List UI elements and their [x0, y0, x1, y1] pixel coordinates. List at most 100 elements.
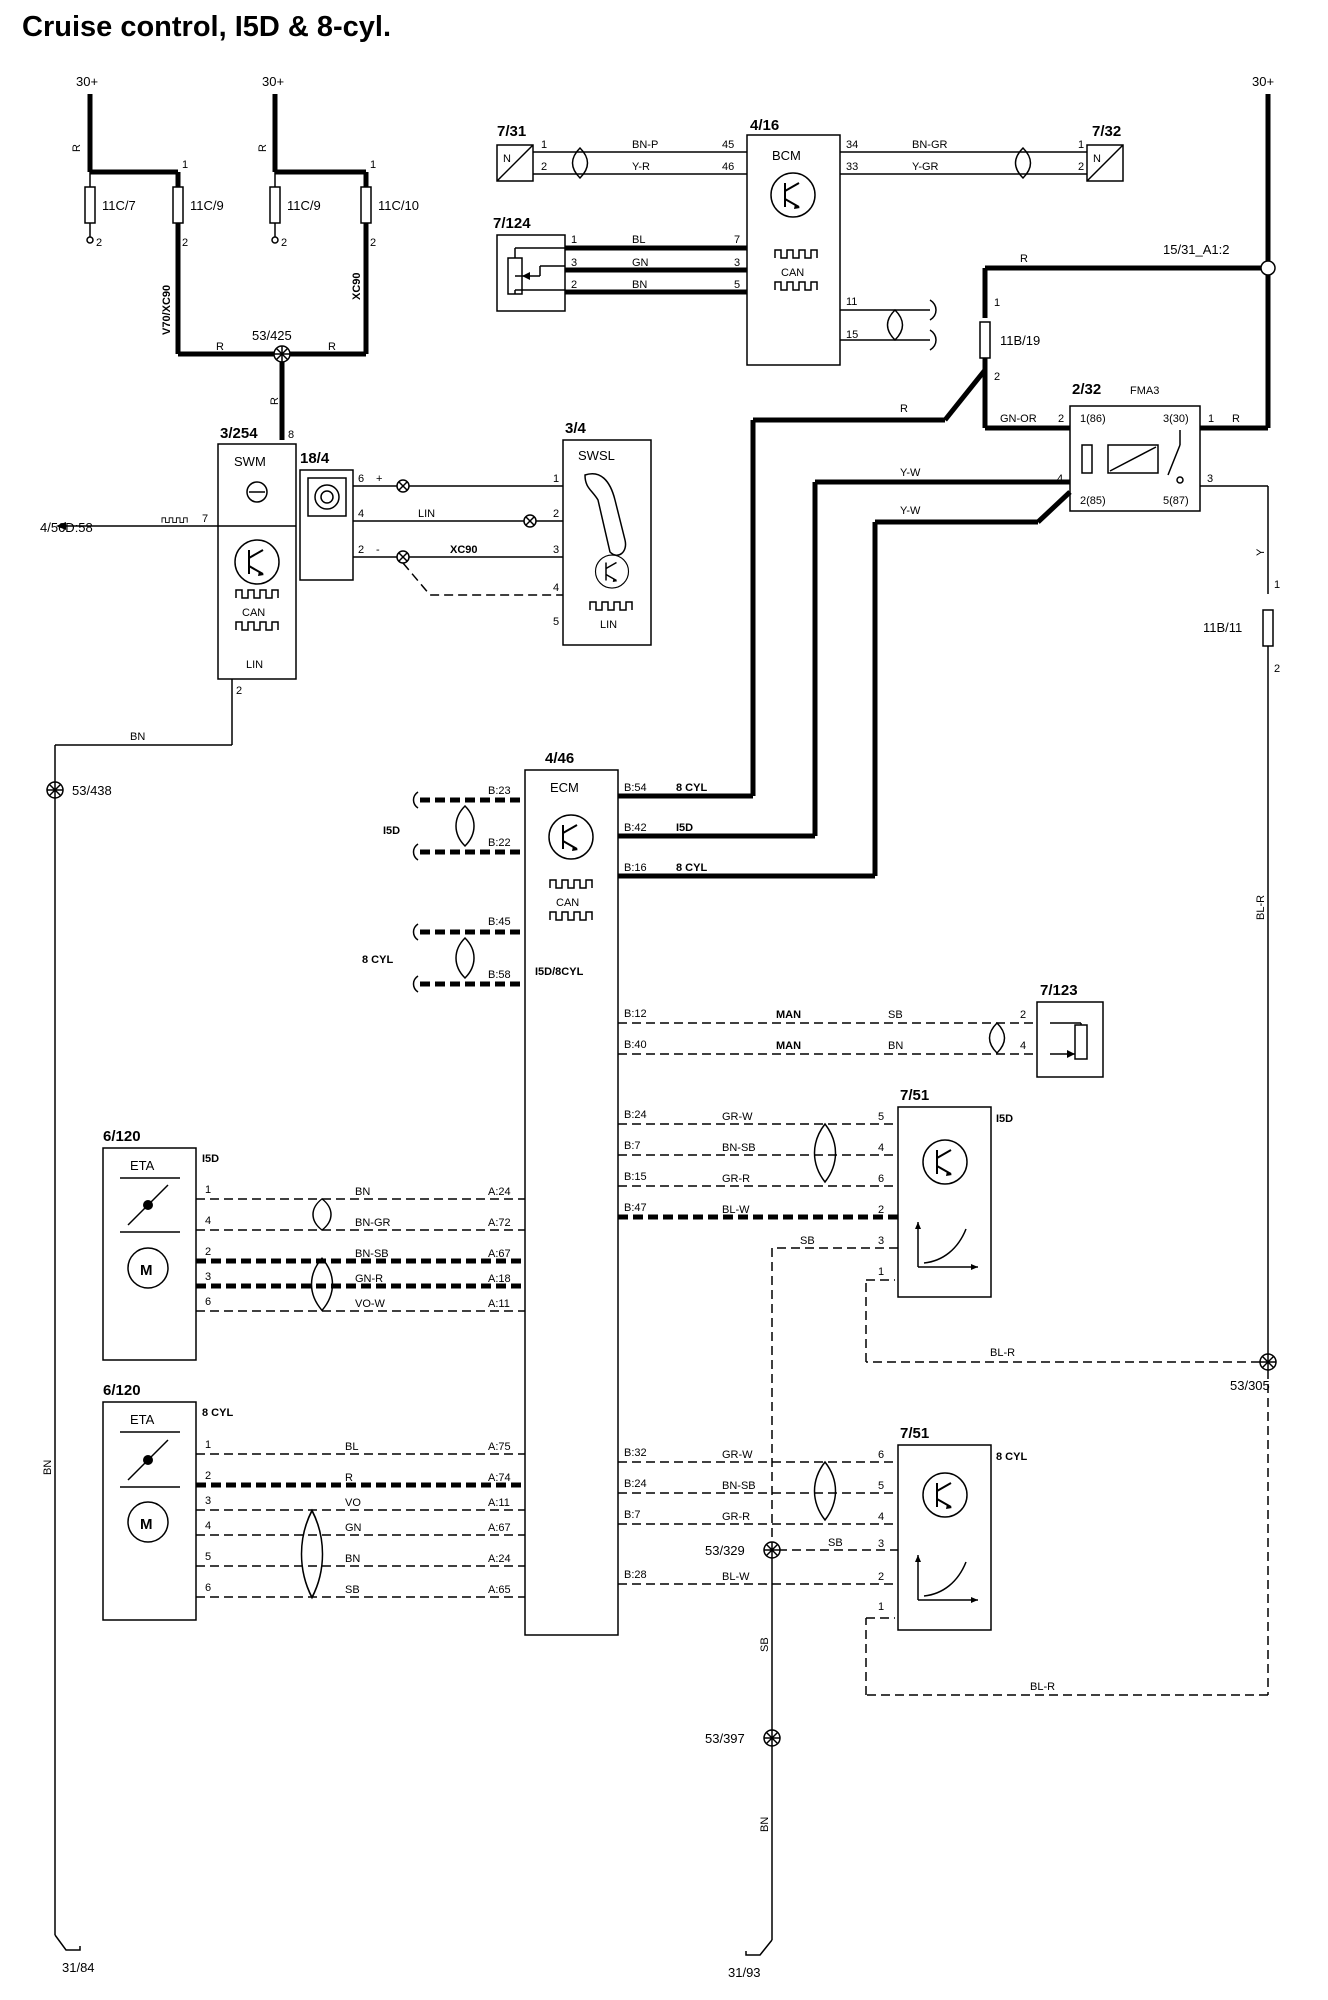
fuse-pin: 2: [370, 237, 376, 249]
pin-b54: B:54: [624, 782, 647, 794]
pin: 4: [358, 508, 364, 520]
pin-b16: B:16: [624, 862, 647, 874]
variant-label: I5D: [676, 822, 693, 834]
pin: 6: [878, 1173, 884, 1185]
wire-sb-v: SB: [759, 1637, 771, 1652]
pin: 2: [878, 1204, 884, 1216]
pin: 1: [205, 1439, 211, 1451]
pin: 1: [1208, 413, 1214, 425]
wire-gr-r-b: GR-R: [722, 1511, 750, 1523]
variant-label: 8 CYL: [676, 782, 707, 794]
wire-gn-r-eta: GN-R: [355, 1273, 383, 1285]
fuse-11c7-label: 11C/7: [102, 198, 136, 213]
pin: 4: [878, 1511, 884, 1523]
plus-sign: +: [376, 473, 382, 485]
pin-a24-b: A:24: [488, 1553, 511, 1565]
splice-53-397-label: 53/397: [705, 1731, 745, 1746]
bcm-id: 4/16: [750, 117, 779, 134]
swsl-lin: LIN: [600, 619, 617, 631]
pin: 11: [846, 296, 857, 308]
fuse-pin: 1: [1274, 579, 1280, 591]
pin-a72: A:72: [488, 1217, 511, 1229]
pin-b15: B:15: [624, 1171, 647, 1183]
wire-r-4: R: [328, 341, 336, 353]
fuse-pin: 2: [182, 237, 188, 249]
ecm-variant: I5D/8CYL: [535, 966, 584, 978]
wire-bn-p: BN-P: [632, 139, 658, 151]
wire-y-w-1: Y-W: [900, 467, 921, 479]
pin: 3: [734, 257, 740, 269]
bcm-can: CAN: [781, 267, 804, 279]
pin: 1: [1078, 139, 1084, 151]
ground-31-84: 31/84: [62, 1960, 95, 1975]
pin: 4: [205, 1215, 211, 1227]
wire-bn: BN: [632, 279, 647, 291]
minus-sign: -: [376, 544, 380, 556]
pin: 2: [236, 685, 242, 697]
variant-label: I5D: [202, 1153, 219, 1165]
c732-id: 7/32: [1092, 123, 1121, 140]
eta-8cyl: 6/120 8 CYL ETA M 1 BL A:75 2 R A:74 3 V…: [102, 1382, 525, 1621]
wire-gn-eta: GN: [345, 1522, 362, 1534]
c6120-id-b: 6/120: [103, 1382, 141, 1399]
wire-y-gr: Y-GR: [912, 161, 939, 173]
man-label: MAN: [776, 1009, 801, 1021]
splice-53-329-label: 53/329: [705, 1543, 745, 1558]
eta-i5d: 6/120 I5D ETA M 1 BN A:24 4 BN-GR A:72 2…: [102, 1128, 525, 1361]
fuse-11c10-label: 11C/10: [378, 198, 419, 213]
variant-label: 8 CYL: [676, 862, 707, 874]
ecm-name: ECM: [550, 780, 579, 795]
variant-label: 8 CYL: [362, 954, 393, 966]
splice-53-438-label: 53/438: [72, 783, 112, 798]
pin-b40: B:40: [624, 1039, 647, 1051]
pin: 3: [205, 1495, 211, 1507]
pin: 8: [288, 429, 294, 441]
pin: 7: [734, 234, 740, 246]
swsl-name: SWSL: [578, 448, 615, 463]
pin: 1: [541, 139, 547, 151]
wire-r-7: R: [1232, 413, 1240, 425]
pin: 1: [205, 1184, 211, 1196]
c6120-id-a: 6/120: [103, 1128, 141, 1145]
fuse-pin: 1: [370, 159, 376, 171]
pin: 2: [878, 1571, 884, 1583]
pin: 2: [1020, 1009, 1026, 1021]
fuse-pin: 1: [994, 297, 1000, 309]
bcm-section: 4/16 BCM CAN N 7/31 BN-P Y-R 1 2 45 46 N…: [493, 117, 1124, 366]
pin: 6: [878, 1449, 884, 1461]
wire-bn-left: BN: [42, 1460, 54, 1475]
wire-r-2: R: [257, 144, 269, 152]
wire-bn-v: BN: [759, 1817, 771, 1832]
pin-b12: B:12: [624, 1008, 647, 1020]
relay-pin-85: 2(85): [1080, 495, 1106, 507]
fuse-11b11-label: 11B/11: [1203, 620, 1242, 635]
bcm-name: BCM: [772, 148, 801, 163]
relay-pin-87: 5(87): [1163, 495, 1189, 507]
wire-sb-b: SB: [828, 1537, 843, 1549]
pin: 2: [571, 279, 577, 291]
fuse-pin: 2: [281, 237, 287, 249]
c184-id: 18/4: [300, 450, 330, 467]
eta-name-b: ETA: [130, 1412, 155, 1427]
pin-b32: B:32: [624, 1447, 647, 1459]
pin: 5: [878, 1480, 884, 1492]
wire-r-1: R: [71, 144, 83, 152]
relay-pin-30: 3(30): [1163, 413, 1189, 425]
supply-label-2: 30+: [262, 74, 284, 89]
wire-bn-gr: BN-GR: [912, 139, 948, 151]
pin-b23: B:23: [488, 785, 511, 797]
c732-n: N: [1093, 153, 1101, 165]
wire-bn-sb-eta: BN-SB: [355, 1248, 389, 1260]
wire-bl-w: BL-W: [722, 1204, 750, 1216]
wire-bn-gr-eta: BN-GR: [355, 1217, 391, 1229]
wire-y: Y: [1255, 548, 1267, 556]
supply-label-3: 30+: [1252, 74, 1274, 89]
pin: 4: [205, 1520, 211, 1532]
relay-id: 2/32: [1072, 381, 1101, 398]
pin: 46: [722, 161, 734, 173]
splice-53-305-label: 53/305: [1230, 1378, 1270, 1393]
pin: 2: [1078, 161, 1084, 173]
eta-name-a: ETA: [130, 1158, 155, 1173]
pin-b45: B:45: [488, 916, 511, 928]
fuse-pin: 2: [1274, 663, 1280, 675]
